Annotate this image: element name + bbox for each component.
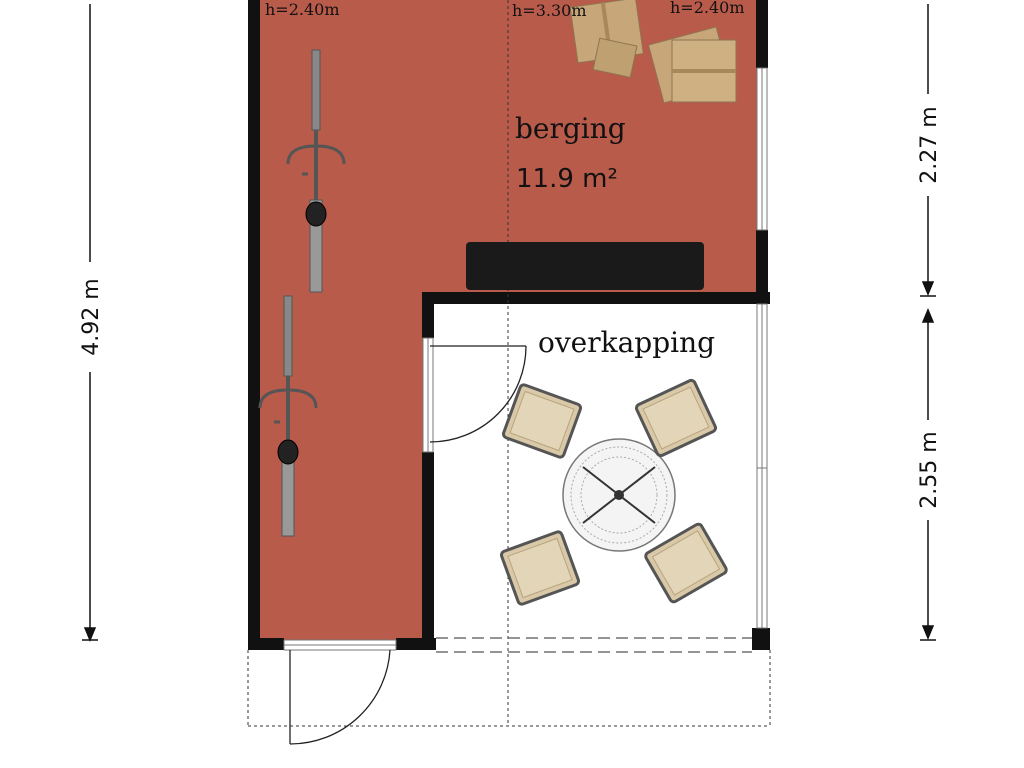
- chair-icon: [499, 530, 581, 606]
- walls: [248, 0, 770, 650]
- room-name-overkapping: overkapping: [538, 326, 715, 359]
- chair-icon: [644, 522, 728, 604]
- dimension-label-left: 4.92 m: [79, 278, 104, 355]
- box-icon: [647, 26, 737, 104]
- chair-icon: [634, 378, 718, 458]
- height-label-middle: h=3.30m: [512, 1, 587, 20]
- room-area-berging: 11.9 m²: [516, 164, 618, 194]
- berging-floor: [258, 0, 760, 640]
- ceiling-divider: [247, 0, 771, 727]
- dimension-label-right-bottom: 2.55 m: [917, 431, 942, 508]
- chair-icon: [501, 383, 583, 459]
- windows: [283, 67, 768, 651]
- height-label-right: h=2.40m: [670, 0, 745, 17]
- height-label-left: h=2.40m: [265, 0, 340, 19]
- dimension-lines: [82, 4, 936, 642]
- room-name-berging: berging: [515, 112, 626, 145]
- workbench: [466, 242, 704, 290]
- bicycle-icon: [286, 49, 346, 293]
- bicycle-icon: [258, 295, 318, 537]
- table-icon: [562, 438, 676, 552]
- box-icon: [569, 0, 644, 78]
- overhang-line: [436, 637, 752, 653]
- dimension-label-right-top: 2.27 m: [917, 106, 942, 183]
- door-swing: [289, 345, 527, 745]
